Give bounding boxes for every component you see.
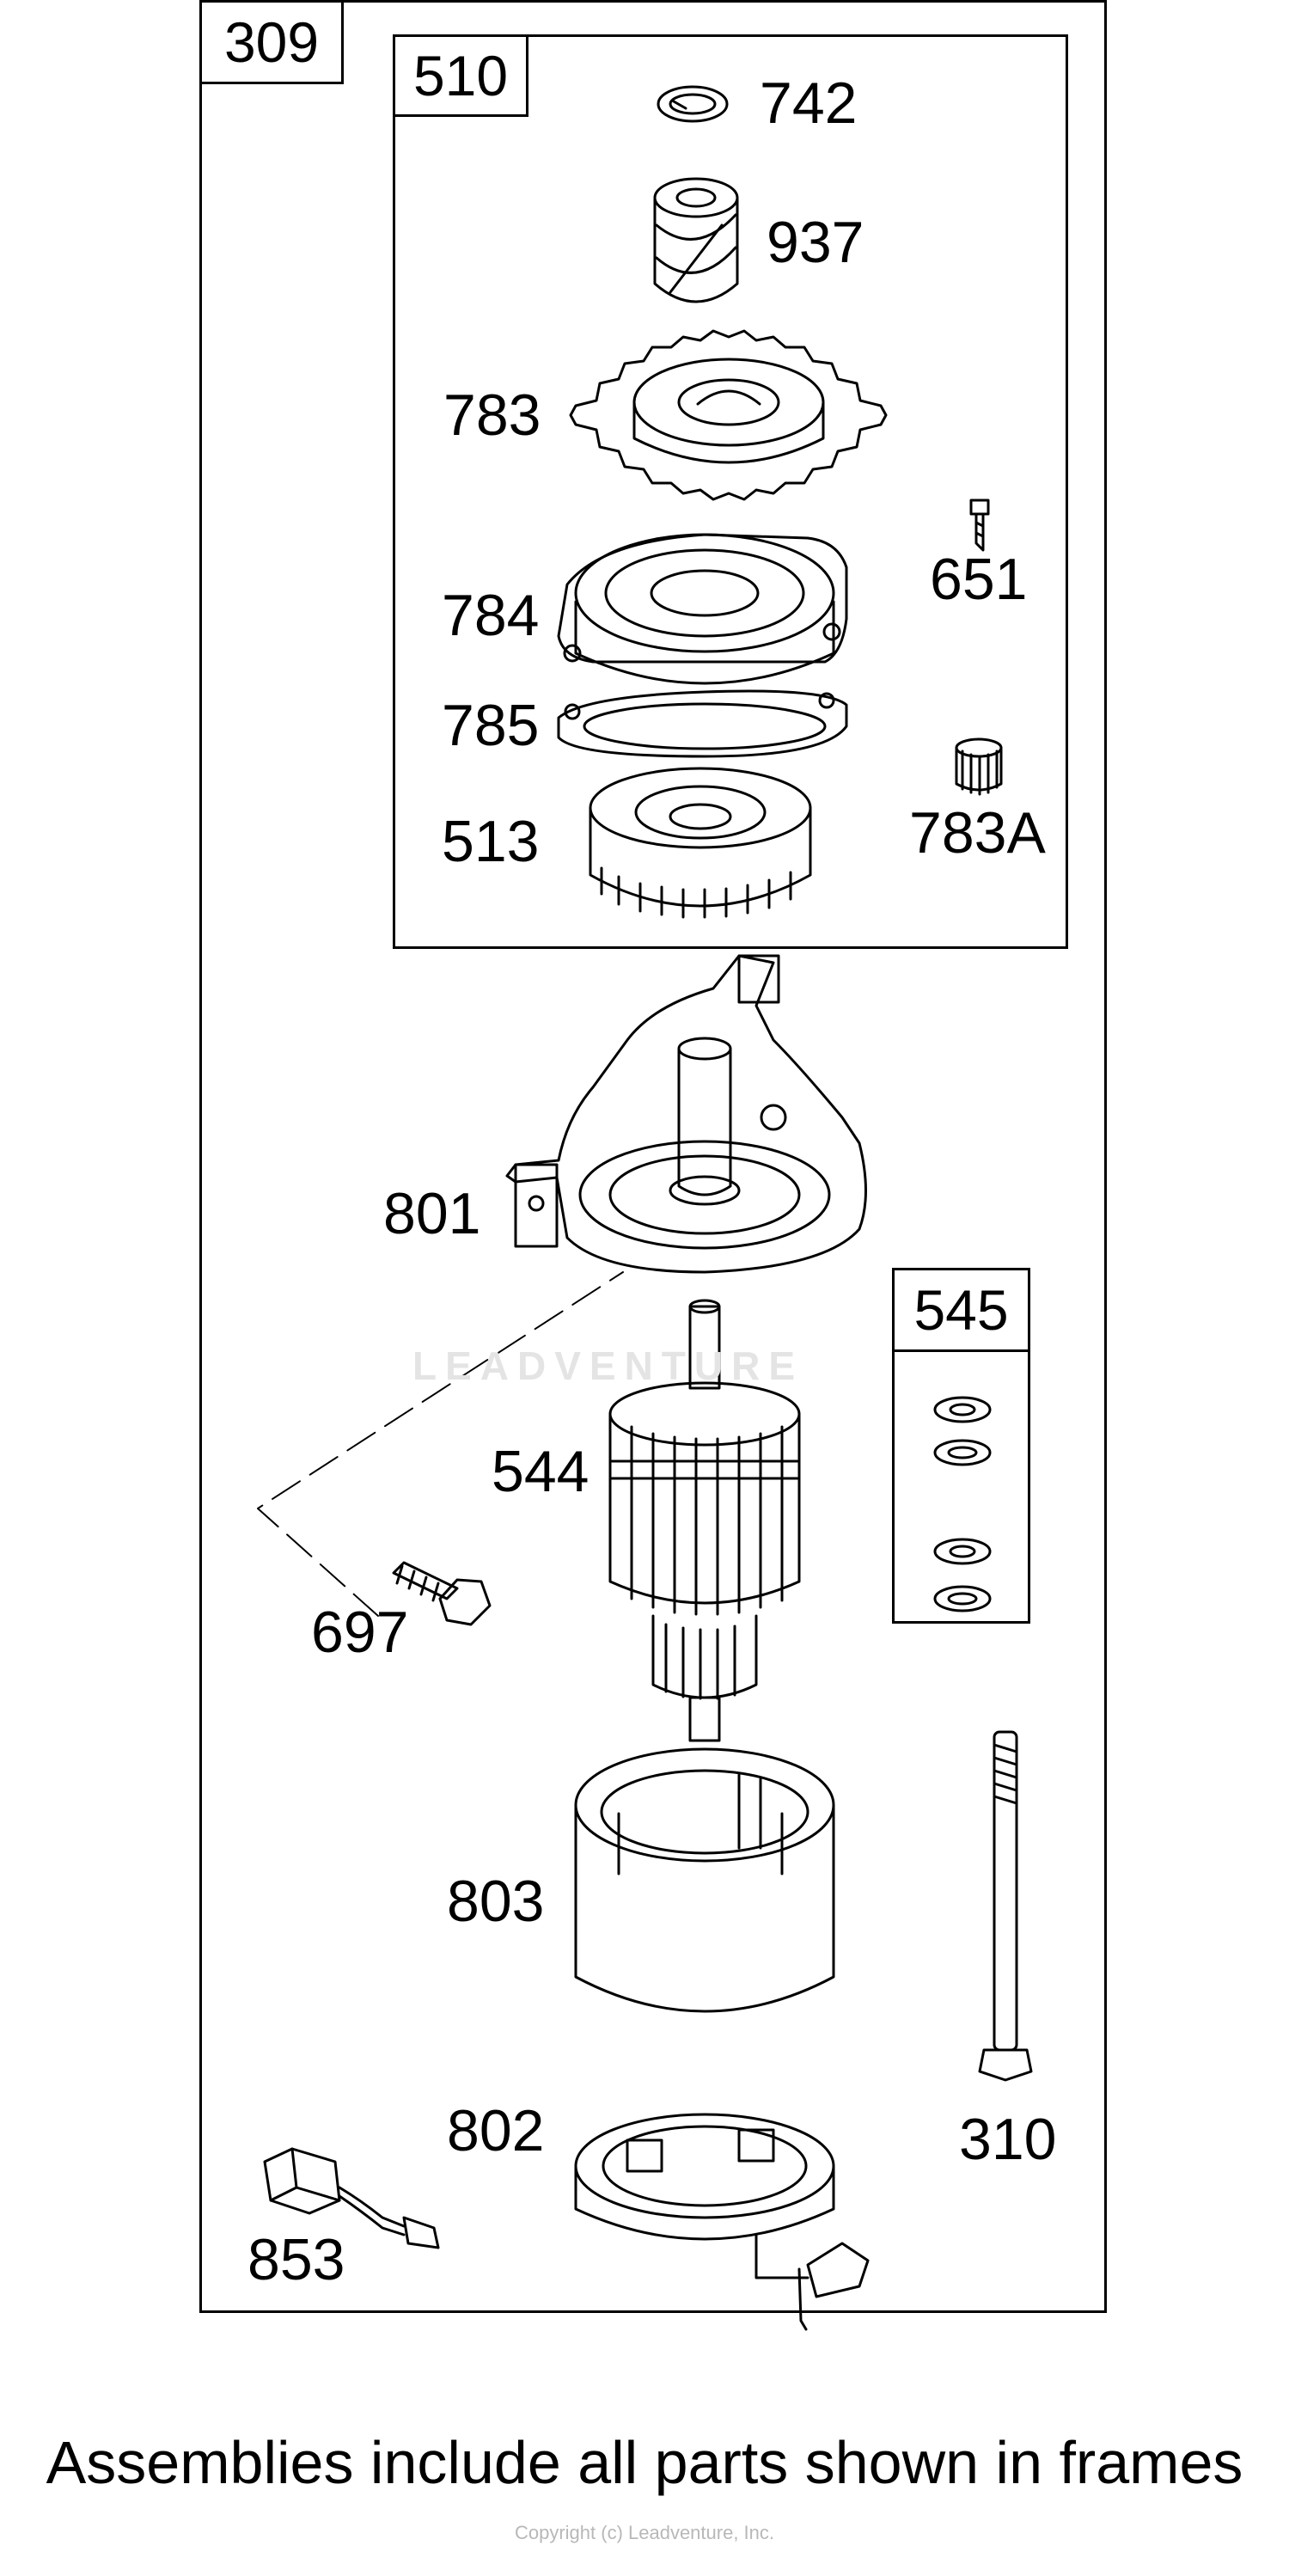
wire-harness-853-drawing <box>263 2147 440 2249</box>
assembly-tag-510: 510 <box>393 34 528 117</box>
assembly-frame-510 <box>393 34 1068 949</box>
small-pinion-783A-drawing <box>955 737 1003 796</box>
diagram-caption: Assemblies include all parts shown in fr… <box>46 2429 1243 2496</box>
part-label-783A: 783A <box>909 800 1046 866</box>
gasket-785-drawing <box>557 689 848 758</box>
bolt-697-drawing <box>392 1561 492 1626</box>
part-label-801: 801 <box>383 1181 481 1246</box>
screw-651-drawing <box>969 499 990 552</box>
drive-end-cap-801-drawing <box>505 954 867 1274</box>
pinion-gear-783-drawing <box>569 329 888 501</box>
drive-cap-784-drawing <box>557 533 848 685</box>
part-label-784: 784 <box>442 583 540 648</box>
assembly-frame-309 <box>199 0 1107 2313</box>
brush-end-cap-802-drawing <box>574 2113 870 2331</box>
washer-kit-tag-545: 545 <box>892 1268 1030 1352</box>
part-label-937: 937 <box>767 210 864 275</box>
washer-set-545-drawing <box>933 1396 992 1612</box>
part-label-310: 310 <box>959 2107 1057 2172</box>
armature-544-drawing <box>608 1299 801 1742</box>
part-label-742: 742 <box>760 70 858 136</box>
watermark-text: LEADVENTURE <box>412 1343 804 1388</box>
part-label-783: 783 <box>443 382 541 448</box>
assembly-tag-309: 309 <box>199 0 344 84</box>
retaining-ring-742-drawing <box>657 85 729 123</box>
through-bolt-310-drawing <box>978 1730 1033 2082</box>
part-label-802: 802 <box>447 2098 545 2163</box>
copyright-footer: Copyright (c) Leadventure, Inc. <box>514 2522 775 2543</box>
part-label-651: 651 <box>930 547 1028 612</box>
drive-helix-937-drawing <box>653 177 739 303</box>
part-label-544: 544 <box>492 1439 590 1504</box>
motor-housing-803-drawing <box>574 1747 835 2013</box>
part-label-803: 803 <box>447 1869 545 1934</box>
bolt-leader-lines <box>257 1271 624 1617</box>
part-label-513: 513 <box>442 809 540 874</box>
ring-gear-513-drawing <box>589 767 812 919</box>
part-label-785: 785 <box>442 693 540 758</box>
part-label-697: 697 <box>311 1600 409 1665</box>
part-label-853: 853 <box>247 2227 345 2292</box>
